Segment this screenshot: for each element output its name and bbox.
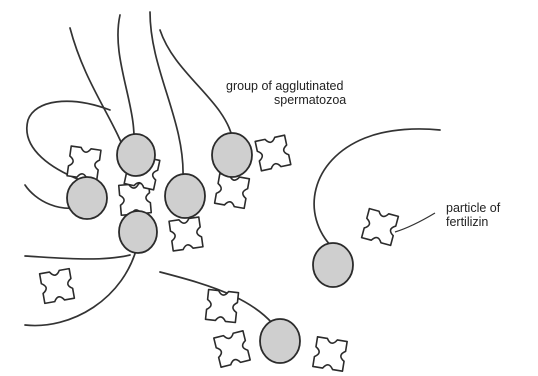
particle-label-line1: particle of bbox=[437, 201, 500, 215]
tail-2 bbox=[118, 15, 134, 152]
fertilizin-particle bbox=[67, 146, 101, 180]
sperm-head bbox=[260, 319, 300, 363]
fertilizin-particle bbox=[40, 269, 75, 304]
fertilizin-particle bbox=[169, 217, 203, 251]
sperm-head bbox=[67, 177, 107, 219]
tail-8 bbox=[25, 255, 130, 259]
sperm-head bbox=[119, 211, 157, 253]
fertilizin-particle bbox=[215, 174, 250, 209]
particle-pointer-line bbox=[395, 213, 435, 232]
sperm-head bbox=[313, 243, 353, 287]
fertilizin-particle bbox=[362, 209, 399, 246]
particle-label-line2: fertilizin bbox=[437, 215, 500, 229]
fertilizin-particle bbox=[206, 290, 239, 323]
fertilizin-particle bbox=[313, 337, 347, 371]
fertilizin-particle bbox=[214, 331, 250, 367]
group-label-line2: spermatozoa bbox=[226, 93, 346, 107]
sperm-head bbox=[117, 134, 155, 176]
sperm-head bbox=[165, 174, 205, 218]
fertilizin-particle bbox=[255, 135, 291, 171]
tail-4 bbox=[160, 30, 233, 140]
sperm-heads bbox=[67, 133, 353, 363]
group-label-line1: group of agglutinated bbox=[226, 79, 346, 93]
particle-label: particle of fertilizin bbox=[437, 201, 500, 229]
sperm-head bbox=[212, 133, 252, 177]
group-label: group of agglutinated spermatozoa bbox=[226, 79, 346, 107]
